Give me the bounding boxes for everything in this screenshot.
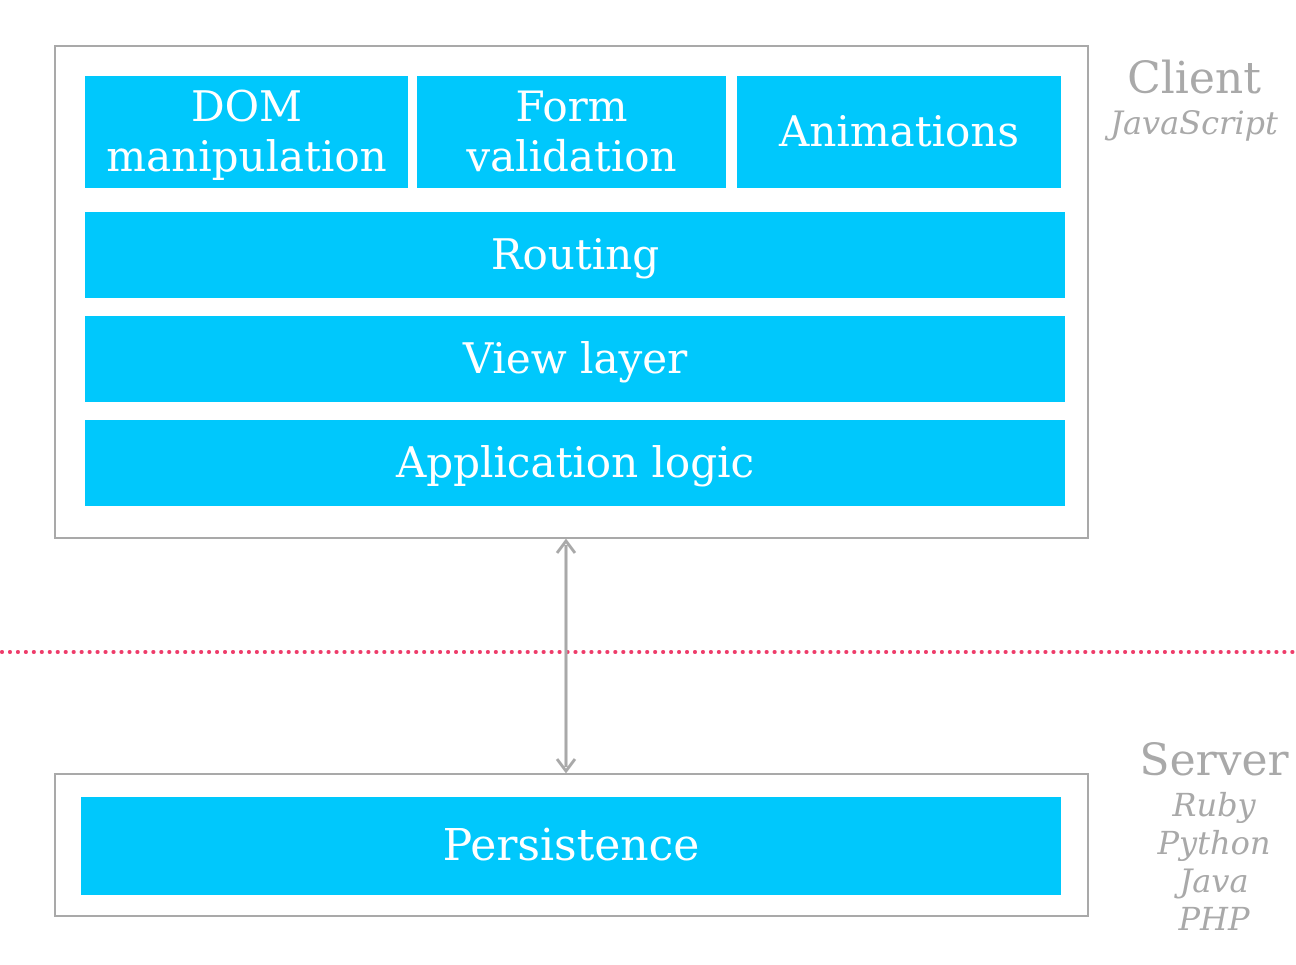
client-label: Client JavaScript	[1104, 53, 1284, 143]
animations-block: Animations	[737, 76, 1061, 188]
server-language-python: Python	[1157, 824, 1271, 862]
client-language: JavaScript	[1110, 104, 1278, 142]
persistence-block: Persistence	[81, 797, 1061, 895]
client-server-divider	[0, 650, 1296, 654]
routing-label: Routing	[490, 230, 660, 279]
server-title: Server	[1139, 735, 1289, 786]
server-label: Server Ruby Python Java PHP	[1124, 735, 1296, 939]
server-language-java: Java	[1179, 862, 1249, 900]
persistence-label: Persistence	[442, 820, 700, 871]
animations-label: Animations	[779, 107, 1019, 156]
view-layer-label: View layer	[462, 334, 688, 383]
form-validation-label-line-2: validation	[466, 132, 677, 181]
server-language-ruby: Ruby	[1172, 786, 1256, 824]
dom-manipulation-label-line-2: manipulation	[106, 132, 387, 181]
view-layer-block: View layer	[85, 316, 1065, 402]
server-language-php: PHP	[1178, 900, 1250, 938]
form-validation-label-line-1: Form	[515, 82, 628, 131]
application-logic-label: Application logic	[395, 438, 755, 487]
application-logic-block: Application logic	[85, 420, 1065, 506]
client-title: Client	[1127, 53, 1261, 104]
form-validation-block: Form validation	[417, 76, 726, 188]
dom-manipulation-block: DOM manipulation	[85, 76, 408, 188]
connector-arrowhead-top	[555, 538, 577, 554]
routing-block: Routing	[85, 212, 1065, 298]
dom-manipulation-label-line-1: DOM	[190, 82, 303, 131]
connector-arrowhead-bottom	[555, 758, 577, 774]
